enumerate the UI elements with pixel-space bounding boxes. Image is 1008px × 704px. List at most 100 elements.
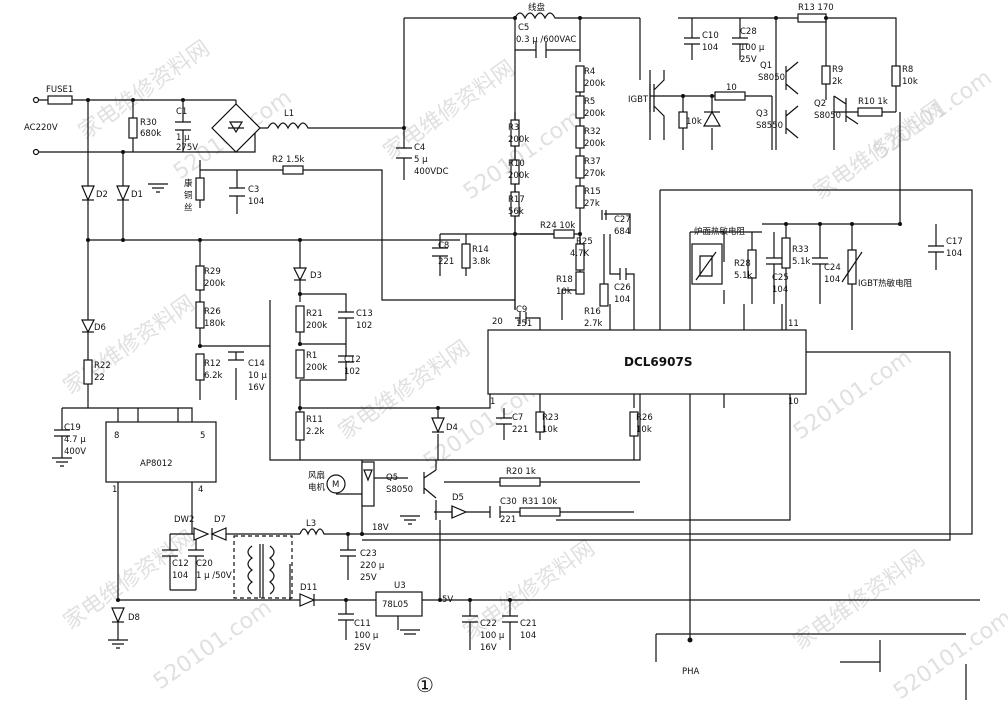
r5-value: 200k (584, 109, 605, 119)
inductor-l1 (267, 122, 312, 130)
resistor-r13 (797, 13, 827, 23)
capacitor-c23 (340, 549, 356, 557)
resistor-r16 (599, 283, 609, 307)
r14-label: R14 (472, 245, 489, 255)
capacitor-c9 (519, 312, 527, 324)
capacitor-c10 (684, 37, 700, 45)
thermistor-igbt (841, 249, 863, 285)
fan-motor-label: 电机 (308, 482, 326, 493)
pin-label: 10 (788, 397, 799, 407)
fan-relay-box (361, 461, 375, 507)
c23-value: 220 μ (360, 561, 385, 571)
transistor-q2 (833, 95, 859, 125)
inductor-coil (514, 12, 560, 20)
rail-5v-label: 5V (442, 595, 453, 605)
l3-label: L3 (306, 519, 316, 529)
c4-voltage: 400VDC (414, 167, 449, 177)
resistor-r11 (295, 411, 305, 441)
r26b-value: 10k (636, 425, 652, 435)
bridge-rectifier (211, 103, 261, 153)
resistor-r12 (195, 353, 205, 381)
r22-value: 22 (94, 373, 105, 383)
r31-label: R31 10k (522, 497, 557, 507)
igbt-label: IGBT (628, 95, 649, 105)
fan-diode (363, 469, 373, 482)
capacitor-c8 (432, 247, 448, 257)
c20-value: 1 μ /50V (196, 571, 232, 581)
ac-terminal (32, 96, 40, 104)
r11-value: 2.2k (306, 427, 325, 437)
resistor-r31 (519, 507, 561, 517)
shunt-kang-wire (195, 177, 205, 201)
capacitor-c21 (502, 615, 518, 623)
c1-voltage: 275V (176, 143, 198, 153)
resistor-r17 (510, 191, 520, 217)
c26-value: 104 (614, 295, 630, 305)
resistor-r26-10k (629, 411, 639, 437)
resistor-r32 (575, 125, 585, 149)
r23-value: 10k (542, 425, 558, 435)
igbt-transistor (649, 70, 665, 140)
gate-resistor-label: 10 (726, 83, 737, 93)
c9-value: 151 (516, 319, 532, 329)
c28-value: 100 μ (740, 43, 765, 53)
capacitor-c12 (338, 355, 354, 363)
resistor-r21 (295, 305, 305, 333)
q5-label: Q5 (386, 473, 398, 483)
c23-voltage: 25V (360, 573, 377, 583)
watermark-url: 520101.com (459, 105, 586, 205)
transistor-q5 (423, 469, 437, 499)
c3-value: 104 (248, 197, 264, 207)
r8-label: R8 (902, 65, 913, 75)
r37-value: 270k (584, 169, 605, 179)
r13-label: R13 170 (798, 3, 834, 13)
r17-label: R17 (508, 195, 525, 205)
resistor-r24 (553, 229, 575, 239)
c12b-value: 104 (172, 571, 188, 581)
diode-d2 (81, 185, 95, 202)
capacitor-c26 (619, 268, 627, 280)
c27-label: C27 (614, 215, 631, 225)
c19-label: C19 (64, 423, 81, 433)
r32-value: 200k (584, 139, 605, 149)
r26b-label: R26 (636, 413, 653, 423)
zener-dw2 (193, 527, 210, 541)
c17-value: 104 (946, 249, 962, 259)
q3-label: Q3 (756, 109, 768, 119)
motor-symbol: M (332, 480, 339, 490)
c14-voltage: 16V (248, 383, 265, 393)
ic-ap8012 (105, 421, 217, 483)
resistor-r8 (891, 65, 901, 87)
resistor-r18 (575, 271, 585, 295)
c25-value: 104 (772, 285, 788, 295)
r17-value: 56k (508, 207, 524, 217)
c8-label: C8 (438, 241, 449, 251)
c23-label: C23 (360, 549, 377, 559)
c28-voltage: 25V (740, 55, 757, 65)
c4-value: 5 μ (414, 155, 428, 165)
transistor-q1 (785, 61, 799, 95)
ic-ap8012-label: AP8012 (140, 459, 173, 469)
c21-label: C21 (520, 619, 537, 629)
ground-symbols (52, 183, 420, 649)
r4-value: 200k (584, 79, 605, 89)
d2-label: D2 (96, 190, 108, 200)
c19-voltage: 400V (64, 447, 86, 457)
capacitor-c22 (462, 615, 478, 623)
r37-label: R37 (584, 157, 601, 167)
resistor-r28 (747, 249, 757, 279)
r1-label: R1 (306, 351, 317, 361)
resistor-r22 (83, 359, 93, 385)
c13-value: 102 (356, 321, 372, 331)
c20-label: C20 (196, 559, 213, 569)
diode-d7 (210, 527, 227, 541)
resistor-r33 (781, 237, 791, 269)
r33-value: 5.1k (792, 257, 811, 267)
l1-label: L1 (284, 109, 294, 119)
r26-value: 180k (204, 319, 225, 329)
resistor-r15 (575, 185, 585, 209)
diode-d6 (81, 319, 95, 334)
c22-label: C22 (480, 619, 497, 629)
c1-label: C1 (176, 107, 187, 117)
r20-label: R20 1k (506, 467, 536, 477)
